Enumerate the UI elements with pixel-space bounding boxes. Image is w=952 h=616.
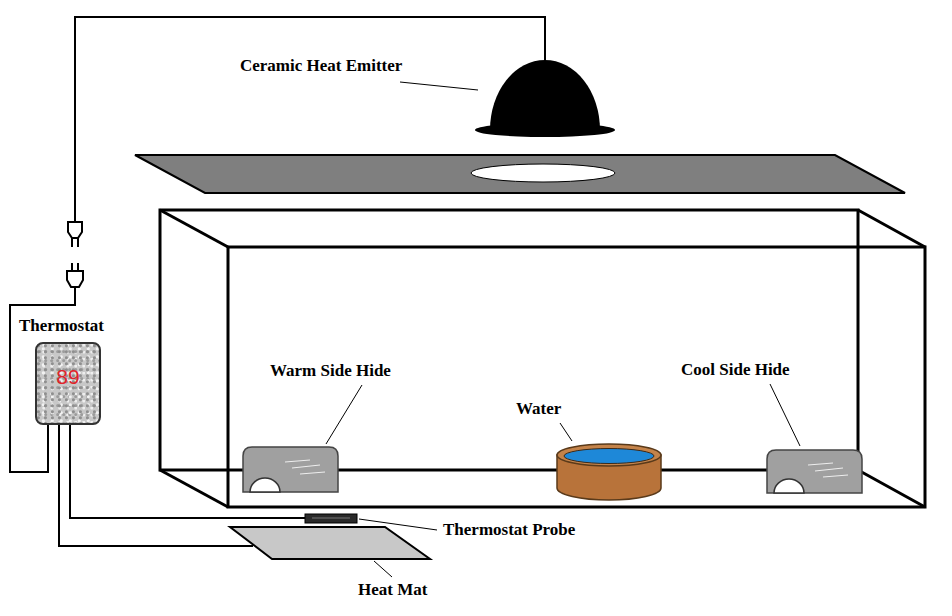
lid-opening: [471, 164, 615, 182]
leader-line: [560, 423, 572, 441]
cool-hide: [767, 450, 862, 493]
tank-front: [228, 247, 925, 507]
hide-texture: [285, 460, 325, 474]
callout-label: Cool Side Hide: [681, 360, 790, 380]
callout-label: Water: [516, 399, 561, 419]
tank-back: [160, 210, 858, 470]
tank: [160, 210, 925, 507]
water-surface: [564, 449, 654, 464]
leader-line: [400, 82, 478, 90]
heat-mat-wire: [59, 425, 253, 546]
emitter-brim: [475, 123, 615, 137]
thermostat-heading: Thermostat: [19, 316, 104, 336]
leader-line: [326, 385, 362, 444]
tank-edge: [160, 210, 228, 247]
temperature-readout: 89: [37, 365, 99, 389]
plug-prong: [71, 238, 73, 247]
plug-symbol: [68, 222, 82, 238]
screen-lid: [135, 155, 905, 193]
tank-edge: [858, 470, 925, 507]
socket-prong: [71, 263, 73, 271]
socket-symbol: [67, 271, 83, 287]
hide-entrance: [774, 479, 804, 493]
ceramic-heat-emitter: [490, 60, 600, 130]
probe-texture: [312, 518, 350, 519]
tank-edge: [858, 210, 925, 247]
thermostat-box: Thermostat89: [35, 342, 101, 425]
callout-label: Heat Mat: [358, 580, 427, 600]
callout-label: Ceramic Heat Emitter: [240, 56, 402, 76]
leader-line: [770, 384, 800, 446]
leader-line: [374, 561, 392, 577]
heat-mat: [230, 527, 430, 559]
callout-label: Warm Side Hide: [270, 361, 391, 381]
socket-prong: [77, 263, 79, 271]
thermostat-probe: [305, 514, 357, 523]
warm-hide: [243, 447, 338, 492]
hide-texture: [808, 463, 848, 477]
callout-label: Thermostat Probe: [443, 520, 575, 540]
bowl-rim: [557, 444, 661, 466]
tank-edge: [160, 470, 228, 507]
plug-prong: [77, 238, 79, 247]
leader-lines: [326, 82, 800, 577]
hide-entrance: [250, 478, 280, 492]
leader-line: [359, 519, 437, 530]
